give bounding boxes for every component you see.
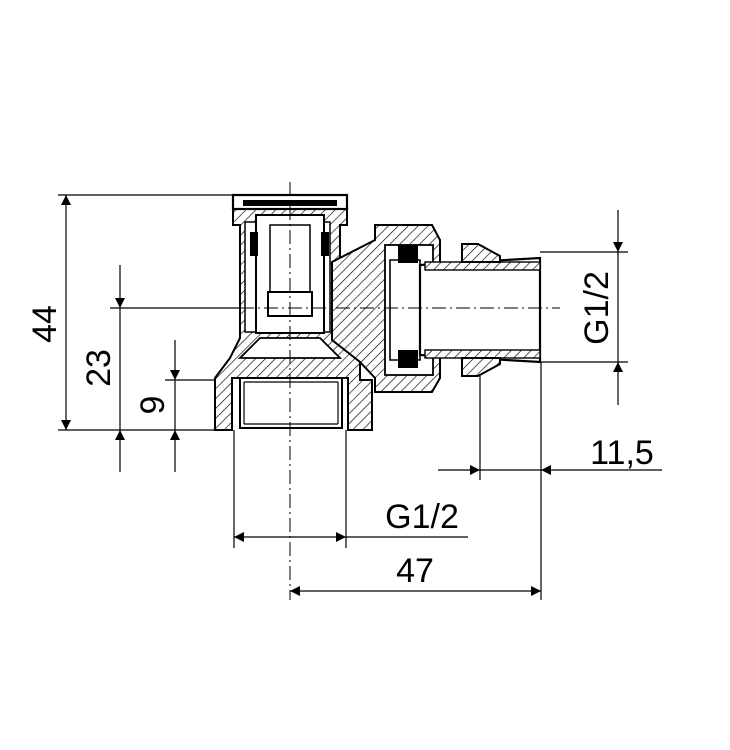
valve-body [214, 193, 542, 431]
collar-bottom [461, 357, 501, 377]
dim-11-5-label: 11,5 [590, 434, 654, 472]
extension-lines [58, 194, 628, 600]
lower-bore [239, 377, 343, 429]
dim-bottom-thread-label: G1/2 [385, 498, 459, 536]
dimension-lines [61, 195, 662, 596]
o-ring-right [321, 232, 329, 256]
dim-47-label: 47 [396, 552, 434, 590]
nut-detail-bottom [398, 350, 418, 368]
collar-top [461, 243, 501, 263]
dim-44-label: 44 [26, 305, 64, 343]
dimension-labels: 44 23 9 G1/2 G1/2 47 11,5 [26, 271, 654, 590]
nut-detail-top [398, 245, 418, 263]
dim-9-label: 9 [134, 396, 172, 415]
dim-23-label: 23 [80, 349, 118, 387]
tail-piece [418, 256, 542, 364]
union-nut-inner [389, 259, 421, 361]
dim-side-thread-label: G1/2 [578, 271, 616, 345]
valve-seat [237, 337, 343, 359]
o-ring-left [250, 232, 258, 256]
top-cap-inner [243, 200, 337, 206]
